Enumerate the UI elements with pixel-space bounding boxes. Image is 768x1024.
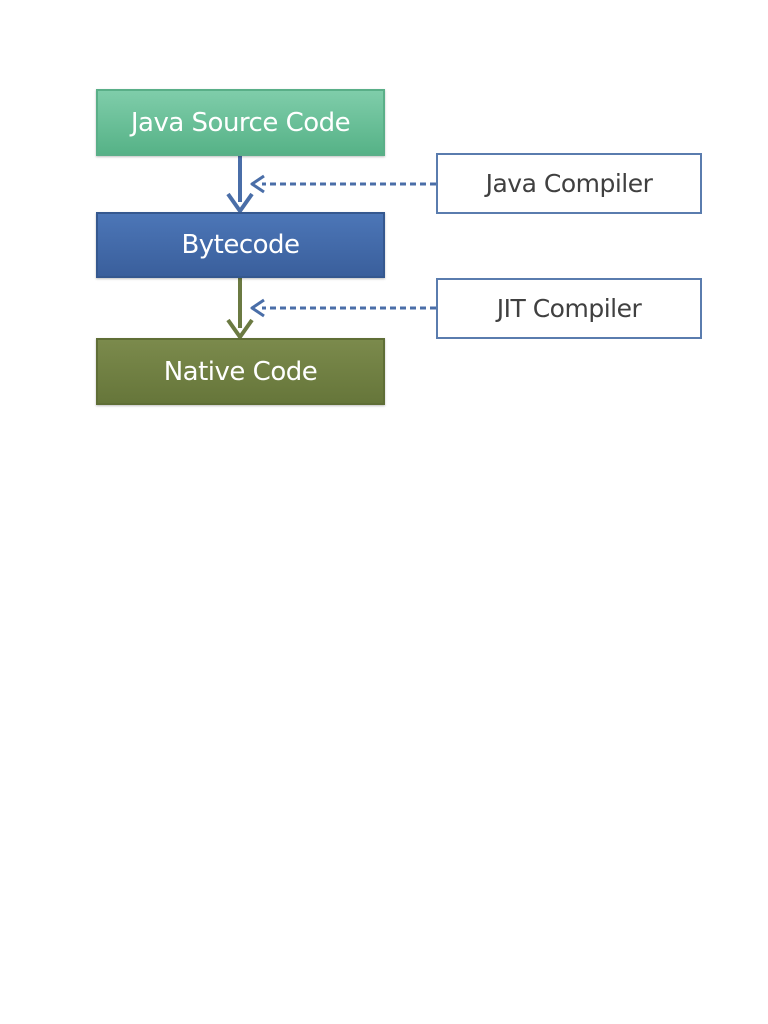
java-compiler-node: Java Compiler [436,153,702,214]
native-code-node: Native Code [96,338,385,405]
java-source-code-node: Java Source Code [96,89,385,156]
arrow-bytecode-to-native [226,278,254,339]
jit-compiler-node: JIT Compiler [436,278,702,339]
bytecode-node: Bytecode [96,212,385,278]
arrow-source-to-bytecode [226,156,254,213]
dashed-arrow-java-compiler [250,174,436,194]
dashed-arrow-jit-compiler [250,298,436,318]
